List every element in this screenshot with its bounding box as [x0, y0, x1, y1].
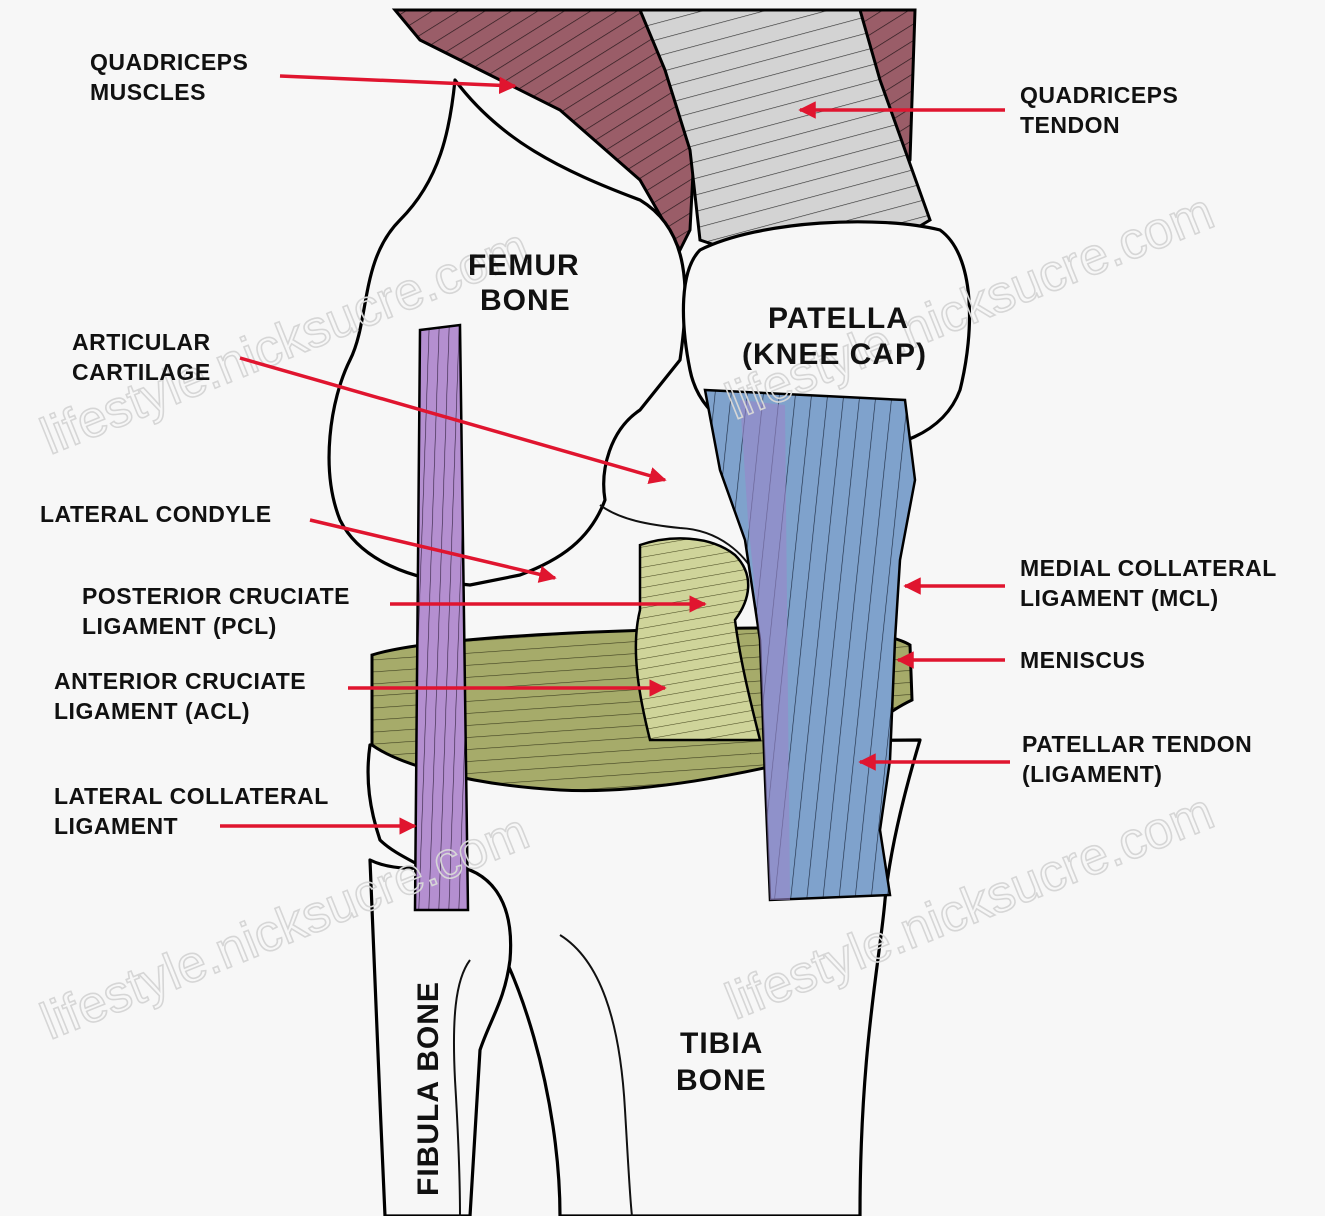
label-lateral-collateral-2: LIGAMENT [54, 813, 178, 839]
label-quadriceps-muscles-2: MUSCLES [90, 79, 206, 105]
label-fibula-bone: FIBULA BONE [412, 981, 445, 1196]
label-medial-collateral-1: MEDIAL COLLATERAL [1020, 555, 1277, 581]
lateral-collateral-ligament-shape [415, 325, 468, 910]
label-quadriceps-tendon-2: TENDON [1020, 112, 1120, 138]
label-tibia-1: TIBIA [680, 1027, 763, 1060]
label-posterior-cruciate-2: LIGAMENT (PCL) [82, 613, 277, 639]
label-patellar-tendon-1: PATELLAR TENDON [1022, 731, 1252, 757]
label-meniscus: MENISCUS [1020, 647, 1145, 673]
label-medial-collateral-2: LIGAMENT (MCL) [1020, 585, 1219, 611]
label-tibia-2: BONE [676, 1064, 767, 1097]
label-lateral-condyle: LATERAL CONDYLE [40, 501, 272, 527]
label-patella-2: (KNEE CAP) [742, 338, 927, 371]
label-quadriceps-tendon-1: QUADRICEPS [1020, 82, 1178, 108]
label-anterior-cruciate-1: ANTERIOR CRUCIATE [54, 668, 306, 694]
label-lateral-collateral-1: LATERAL COLLATERAL [54, 783, 329, 809]
label-femur-2: BONE [480, 284, 571, 317]
label-patella-1: PATELLA [768, 302, 909, 335]
label-femur-1: FEMUR [468, 249, 580, 282]
label-articular-cartilage-2: CARTILAGE [72, 359, 211, 385]
label-patellar-tendon-2: (LIGAMENT) [1022, 761, 1162, 787]
label-anterior-cruciate-2: LIGAMENT (ACL) [54, 698, 250, 724]
label-posterior-cruciate-1: POSTERIOR CRUCIATE [82, 583, 350, 609]
label-articular-cartilage-1: ARTICULAR [72, 329, 211, 355]
label-quadriceps-muscles-1: QUADRICEPS [90, 49, 248, 75]
